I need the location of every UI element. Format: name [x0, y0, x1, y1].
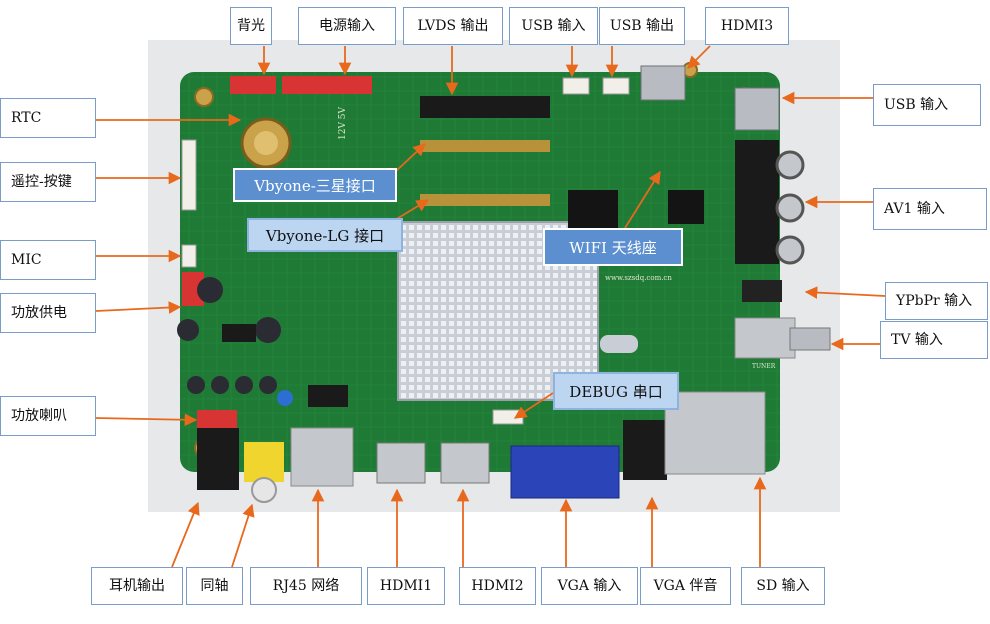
label-power-in: 电源输入 — [298, 7, 396, 45]
label-amp-power: 功放供电 — [0, 293, 96, 333]
label-rtc: RTC — [0, 98, 96, 138]
callout-wifi-antenna: WIFI 天线座 — [543, 228, 683, 266]
label-earphone-out: 耳机输出 — [91, 567, 183, 605]
remote-key-connector — [181, 139, 197, 211]
tuner-print: TUNER — [752, 363, 776, 370]
amp-chip — [222, 324, 256, 342]
label-coaxial: 同轴 — [186, 567, 243, 605]
wifi-module — [668, 190, 704, 224]
backlight-connector — [230, 76, 276, 94]
crystal — [600, 335, 638, 353]
mic-connector — [181, 244, 197, 268]
rj45-port — [290, 427, 354, 487]
vbyone-samsung-connector — [420, 140, 550, 152]
label-amp-speaker: 功放喇叭 — [0, 396, 96, 436]
capacitors — [177, 277, 293, 406]
voltage-print: 12V 5V — [338, 106, 348, 140]
callout-vbyone-samsung: Vbyone-三星接口 — [233, 168, 397, 202]
label-rj45: RJ45 网络 — [250, 567, 362, 605]
earphone-jack — [197, 428, 239, 490]
label-mic: MIC — [0, 240, 96, 280]
vga-audio-jack — [623, 420, 667, 480]
hdmi3-port — [640, 65, 686, 101]
coaxial-jack — [244, 442, 284, 482]
label-av1-in: AV1 输入 — [873, 188, 987, 230]
hdmi2-port — [440, 442, 490, 484]
main-chip — [568, 190, 618, 230]
hdmi1-port — [376, 442, 426, 484]
label-sd-in: SD 输入 — [741, 567, 825, 605]
power-connector — [282, 76, 372, 94]
callout-vbyone-lg: Vbyone-LG 接口 — [247, 218, 403, 252]
label-hdmi3: HDMI3 — [705, 7, 789, 45]
ypbpr-jack — [742, 280, 782, 302]
label-vga-in: VGA 输入 — [541, 567, 638, 605]
label-vga-audio: VGA 伴音 — [640, 567, 731, 605]
sub-chip — [308, 385, 348, 407]
tv-tuner — [734, 317, 831, 359]
label-usb-in-right: USB 输入 — [873, 84, 981, 126]
label-lvds-out: LVDS 输出 — [403, 7, 503, 45]
usb-in-port — [734, 87, 780, 131]
pointer-arrows — [95, 45, 886, 568]
label-backlight: 背光 — [230, 7, 272, 45]
vga-port — [510, 445, 620, 499]
label-hdmi1: HDMI1 — [367, 567, 445, 605]
sd-slot — [664, 391, 766, 475]
amp-speaker-connector — [197, 410, 237, 430]
label-hdmi2: HDMI2 — [459, 567, 536, 605]
label-ypbpr-in: YPbPr 输入 — [885, 282, 988, 320]
amp-power-connector — [182, 272, 204, 306]
vbyone-lg-connector — [420, 194, 550, 206]
label-tv-in: TV 输入 — [880, 321, 988, 359]
label-remote-key: 遥控-按键 — [0, 162, 96, 202]
usb-out-connector-1 — [562, 77, 590, 95]
usb-out-connector-2 — [602, 77, 630, 95]
av1-rca-jacks — [735, 140, 805, 265]
label-usb-in-top: USB 输入 — [509, 7, 598, 45]
callout-debug-serial: DEBUG 串口 — [553, 372, 679, 410]
debug-connector — [492, 409, 524, 425]
website-print: www.szsdq.com.cn — [605, 274, 672, 282]
label-usb-out: USB 输出 — [599, 7, 685, 45]
lvds-connector — [420, 96, 550, 118]
